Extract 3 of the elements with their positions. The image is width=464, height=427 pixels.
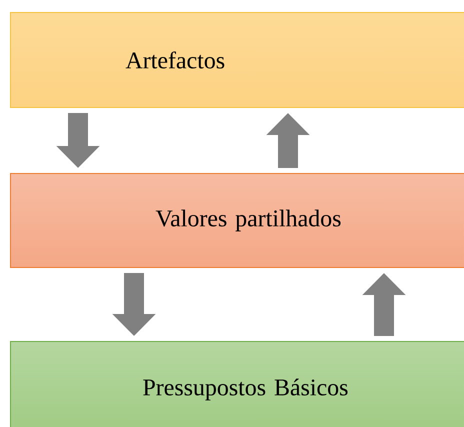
layer-box: Valores partilhados (10, 173, 464, 268)
layer-box: Pressupostos Básicos (10, 341, 464, 427)
layer-box: Artefactos (10, 12, 464, 108)
